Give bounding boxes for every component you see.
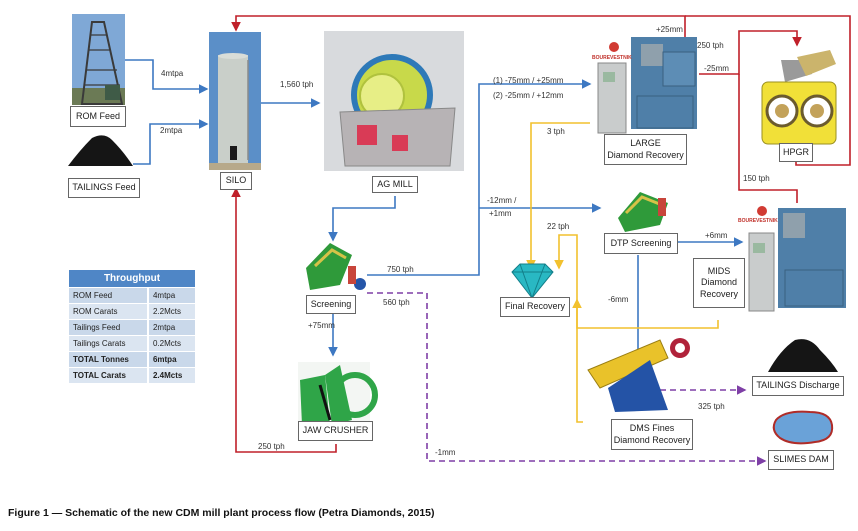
tailings-discharge-pile-picture xyxy=(768,339,838,372)
tailings-to-silo-line xyxy=(133,119,209,165)
flow-dtp-fine: -6mm xyxy=(608,295,629,304)
flow-to-dtp-2: +1mm xyxy=(489,209,512,218)
final-recovery-label: Final Recovery xyxy=(500,297,570,317)
flow-to-large-2: (2) -25mm / +12mm xyxy=(493,91,564,100)
silo-picture xyxy=(209,32,261,170)
screening-label: Screening xyxy=(306,295,356,314)
rom-to-silo-line xyxy=(125,59,209,94)
large-recovery-line1: LARGE xyxy=(630,138,661,149)
dms-line2: Diamond Recovery xyxy=(613,434,691,445)
throughput-row-value: 2.2Mcts xyxy=(146,304,195,319)
flow-screen-to-plant: 750 tph xyxy=(387,265,414,274)
mill-to-screening-line xyxy=(328,196,396,242)
jaw-return-line xyxy=(231,187,337,453)
jaw-crusher-picture xyxy=(298,362,378,430)
throughput-row-value: 2mtpa xyxy=(146,320,195,335)
rom-feed-label: ROM Feed xyxy=(70,106,126,127)
headframe-picture xyxy=(72,14,125,105)
large-undersize-line xyxy=(699,30,802,75)
throughput-row-label: ROM Feed xyxy=(69,288,147,303)
figure-caption: Figure 1 — Schematic of the new CDM mill… xyxy=(8,507,435,519)
throughput-row-label: ROM Carats xyxy=(69,304,147,319)
screening-to-plant-line xyxy=(367,79,592,276)
mids-line2: Diamond xyxy=(700,277,738,288)
recycle-lines xyxy=(231,15,851,453)
mids-to-final-line xyxy=(554,234,719,329)
ag-mill-picture xyxy=(324,31,464,171)
throughput-row-label: TOTAL Carats xyxy=(69,368,147,383)
tailings-feed-label: TAILINGS Feed xyxy=(68,178,140,198)
throughput-row-label: Tailings Feed xyxy=(69,320,147,335)
flow-dms-tailings: 325 tph xyxy=(698,402,725,411)
feed-lines xyxy=(125,59,744,382)
mids-diamond-recovery-label: MIDS Diamond Recovery xyxy=(693,258,745,308)
screening-picture xyxy=(306,243,366,290)
dtp-screening-label: DTP Screening xyxy=(604,233,678,254)
large-recovery-line2: Diamond Recovery xyxy=(607,149,684,160)
throughput-row-value: 4mtpa xyxy=(146,288,195,303)
diamond-picture xyxy=(511,263,554,300)
hpgr-picture xyxy=(761,50,837,145)
tailings-discharge-label: TAILINGS Discharge xyxy=(752,376,844,396)
flow-large-oversize: +25mm xyxy=(656,25,683,34)
hpgr-return-line xyxy=(738,74,798,203)
flow-mids-to-final: 22 tph xyxy=(547,222,570,231)
flow-large-recycle: 250 tph xyxy=(697,41,724,50)
flow-rom-to-silo: 4mtpa xyxy=(161,69,184,78)
flow-to-dtp-1: -12mm / xyxy=(487,196,517,205)
flow-screen-fines: 560 tph xyxy=(383,298,410,307)
flow-jaw-return: 250 tph xyxy=(258,442,285,451)
mids-line3: Recovery xyxy=(699,288,738,299)
fines-to-slimes-line xyxy=(367,292,767,466)
flow-hpgr-return: 150 tph xyxy=(743,174,770,183)
throughput-row-value: 0.2Mcts xyxy=(146,336,195,351)
silo-label: SILO xyxy=(220,172,252,190)
dms-cyclone-picture xyxy=(587,338,690,412)
flow-to-large-1: (1) -75mm / +25mm xyxy=(493,76,564,85)
flow-dtp-coarse: +6mm xyxy=(705,231,728,240)
dms-line1: DMS Fines xyxy=(629,423,675,434)
hpgr-label: HPGR xyxy=(779,143,813,162)
recovery-lines xyxy=(526,122,719,423)
large-recovery-picture xyxy=(597,37,697,134)
brand-logo-text-mids: BOUREVESTNIK xyxy=(738,218,778,224)
flow-silo-to-mill: 1,560 tph xyxy=(280,80,314,89)
brand-logo-text-large: BOUREVESTNIK xyxy=(592,55,632,61)
flow-slimes: -1mm xyxy=(435,448,456,457)
throughput-title: Throughput xyxy=(69,270,195,287)
flow-screen-oversize: +75mm xyxy=(308,321,335,330)
jaw-crusher-label: JAW CRUSHER xyxy=(298,421,373,441)
slimes-dam-label: SLIMES DAM xyxy=(768,450,834,470)
throughput-row-label: TOTAL Tonnes xyxy=(69,352,147,367)
waste-lines xyxy=(367,292,767,466)
large-oversize-recycle-line xyxy=(231,15,686,48)
throughput-row-value: 2.4Mcts xyxy=(146,368,195,383)
large-to-final-line xyxy=(526,122,590,270)
flow-large-undersize: -25mm xyxy=(704,64,729,73)
tailings-pile-picture xyxy=(68,135,133,166)
mids-recovery-picture xyxy=(748,206,846,312)
slimes-dam-picture xyxy=(772,410,834,445)
dtp-screening-picture xyxy=(618,192,668,232)
dms-to-final-line xyxy=(572,298,583,423)
throughput-row-label: Tailings Carats xyxy=(69,336,147,351)
throughput-row-value: 6mtpa xyxy=(146,352,195,367)
ag-mill-label: AG MILL xyxy=(372,176,418,193)
mids-line1: MIDS xyxy=(707,266,731,277)
flow-large-to-final: 3 tph xyxy=(547,127,565,136)
flow-tailings-to-silo: 2mtpa xyxy=(160,126,183,135)
large-diamond-recovery-label: LARGE Diamond Recovery xyxy=(604,134,687,165)
dms-fines-label: DMS Fines Diamond Recovery xyxy=(611,419,693,450)
